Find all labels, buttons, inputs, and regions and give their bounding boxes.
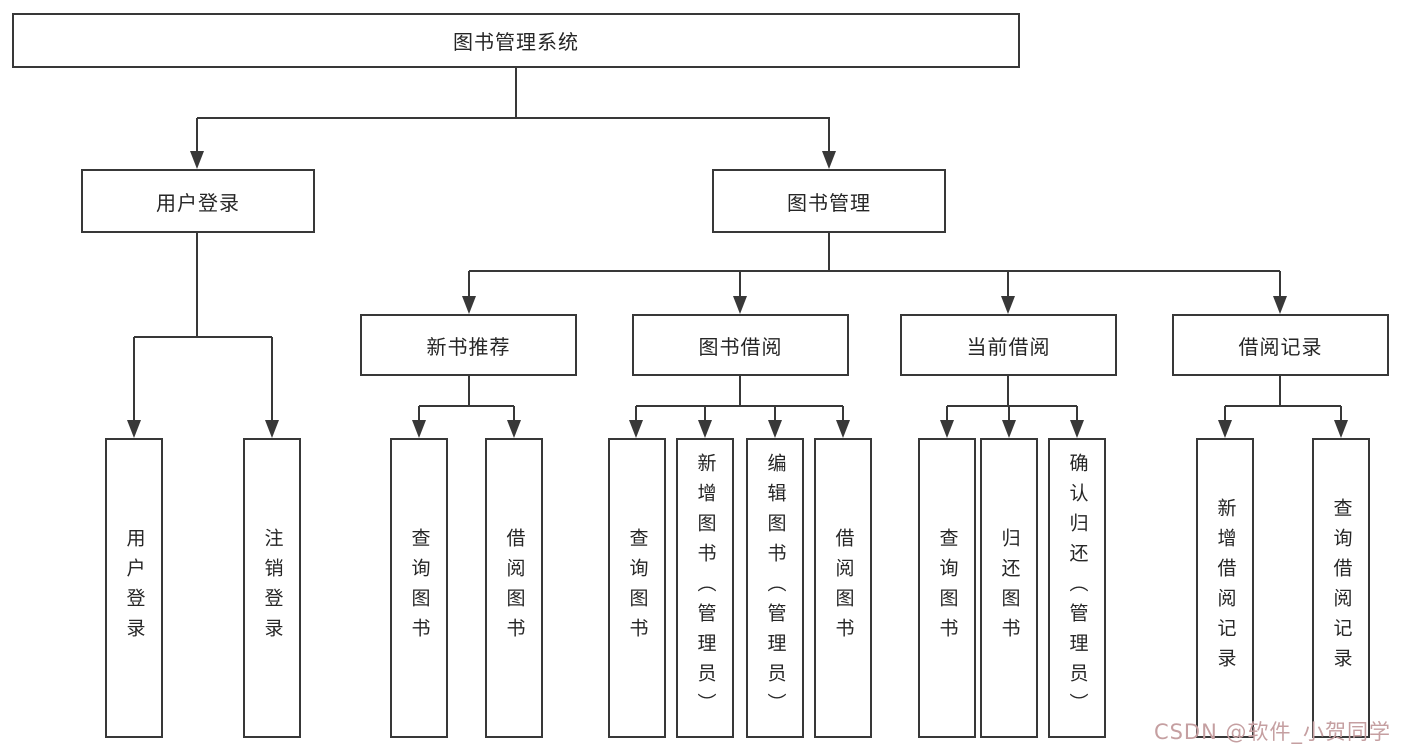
node-book-management-label: 图书管理 [787,190,871,215]
leaf-logout: 注销登录 [243,438,301,738]
leaf-user-login-label: 用户登录 [123,528,146,648]
node-root: 图书管理系统 [12,13,1020,68]
node-book-borrow: 图书借阅 [632,314,849,376]
node-new-book-recommend: 新书推荐 [360,314,577,376]
arrowheads-book-borrow [629,420,850,438]
leaf-query-books-recommend-label: 查询图书 [408,528,431,648]
node-borrow-records: 借阅记录 [1172,314,1389,376]
arrowheads-level3 [462,296,1287,314]
leaf-add-borrow-record-label: 新增借阅记录 [1214,498,1237,678]
connector-new-book-branch [418,376,515,421]
leaf-query-borrow-record-label: 查询借阅记录 [1330,498,1353,678]
connector-borrow-record-branch [1224,376,1342,421]
leaf-query-books-borrow: 查询图书 [608,438,666,738]
node-current-borrow-label: 当前借阅 [966,334,1051,359]
leaf-query-borrow-record: 查询借阅记录 [1312,438,1370,738]
arrow-down-icon [836,420,850,438]
node-borrow-records-label: 借阅记录 [1238,334,1323,359]
leaf-edit-book-admin: 编辑图书（管理员） [746,438,804,738]
arrow-down-icon [1334,420,1348,438]
leaf-borrow-books-recommend-label: 借阅图书 [503,528,526,648]
leaf-add-book-admin: 新增图书（管理员） [676,438,734,738]
arrowheads-level2 [190,151,836,169]
leaf-confirm-return-admin-label: 确认归还（管理员） [1066,453,1089,723]
arrow-down-icon [1273,296,1287,314]
arrow-down-icon [768,420,782,438]
leaf-query-books-borrow-label: 查询图书 [626,528,649,648]
leaf-logout-label: 注销登录 [261,528,284,648]
arrow-down-icon [733,296,747,314]
leaf-borrow-books-recommend: 借阅图书 [485,438,543,738]
arrow-down-icon [1070,420,1084,438]
leaf-confirm-return-admin: 确认归还（管理员） [1048,438,1106,738]
leaf-borrow-books-label: 借阅图书 [832,528,855,648]
arrowheads-new-book [412,420,521,438]
arrowheads-current-borrow [940,420,1084,438]
connector-root-to-level2 [196,68,830,152]
leaf-query-books-current-label: 查询图书 [936,528,959,648]
arrow-down-icon [190,151,204,169]
node-user-login-label: 用户登录 [156,190,240,215]
arrow-down-icon [507,420,521,438]
arrow-down-icon [698,420,712,438]
leaf-add-book-admin-label: 新增图书（管理员） [694,453,717,723]
node-book-borrow-label: 图书借阅 [698,334,783,359]
connector-current-borrow-branch [946,376,1078,421]
leaf-user-login: 用户登录 [105,438,163,738]
arrow-down-icon [462,296,476,314]
arrowheads-user-login [127,420,279,438]
leaf-query-books-recommend: 查询图书 [390,438,448,738]
leaf-borrow-books: 借阅图书 [814,438,872,738]
leaf-return-book-label: 归还图书 [998,528,1021,648]
connector-book-borrow-branch [635,376,844,421]
arrow-down-icon [629,420,643,438]
arrow-down-icon [412,420,426,438]
leaf-add-borrow-record: 新增借阅记录 [1196,438,1254,738]
arrowheads-borrow-record [1218,420,1348,438]
arrow-down-icon [127,420,141,438]
leaf-return-book: 归还图书 [980,438,1038,738]
leaf-query-books-current: 查询图书 [918,438,976,738]
arrow-down-icon [822,151,836,169]
watermark: CSDN @软件_小贺同学 [1153,720,1391,744]
node-book-management: 图书管理 [712,169,946,233]
leaf-edit-book-admin-label: 编辑图书（管理员） [764,453,787,723]
node-new-book-recommend-label: 新书推荐 [426,334,511,359]
node-current-borrow: 当前借阅 [900,314,1117,376]
connector-user-login-branch [133,233,273,421]
node-root-label: 图书管理系统 [453,30,579,54]
arrow-down-icon [940,420,954,438]
arrow-down-icon [1002,420,1016,438]
node-user-login: 用户登录 [81,169,315,233]
arrow-down-icon [265,420,279,438]
arrow-down-icon [1218,420,1232,438]
connector-book-management-branch [468,233,1281,297]
arrow-down-icon [1001,296,1015,314]
